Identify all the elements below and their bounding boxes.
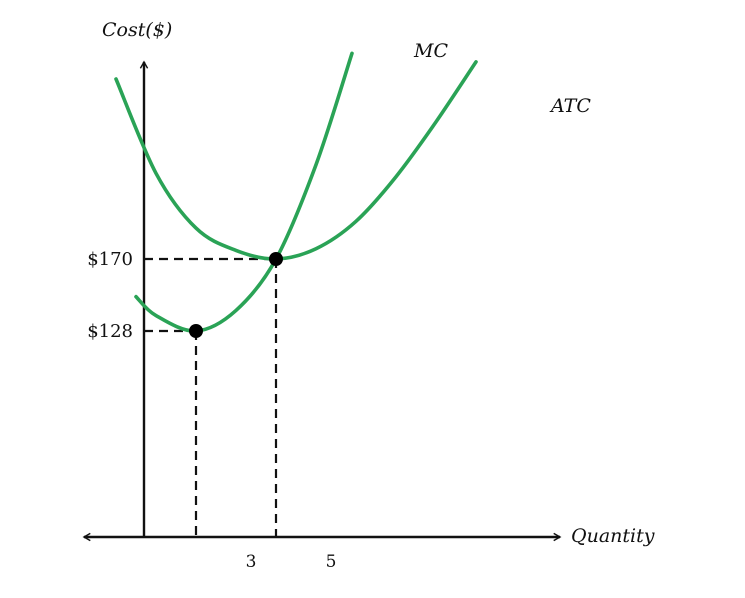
highlight-point-2 (269, 252, 283, 266)
y-tick-label-170: $170 (87, 249, 133, 270)
x-tick-label-5: 5 (326, 552, 337, 572)
highlight-point-1 (189, 324, 203, 338)
y-tick-label-128: $128 (87, 321, 133, 342)
x-tick-label-3: 3 (246, 552, 257, 572)
mc-curve (134, 51, 354, 333)
series-labels: MC ATC (413, 40, 591, 117)
guide-lines (144, 257, 278, 537)
curves (114, 51, 478, 333)
atc-curve (114, 60, 478, 261)
highlight-points (189, 252, 283, 338)
mc-series-label: MC (413, 40, 448, 62)
y-axis-title: Cost($) (102, 19, 172, 41)
atc-series-label: ATC (549, 95, 591, 117)
x-axis-title: Quantity (571, 525, 655, 547)
